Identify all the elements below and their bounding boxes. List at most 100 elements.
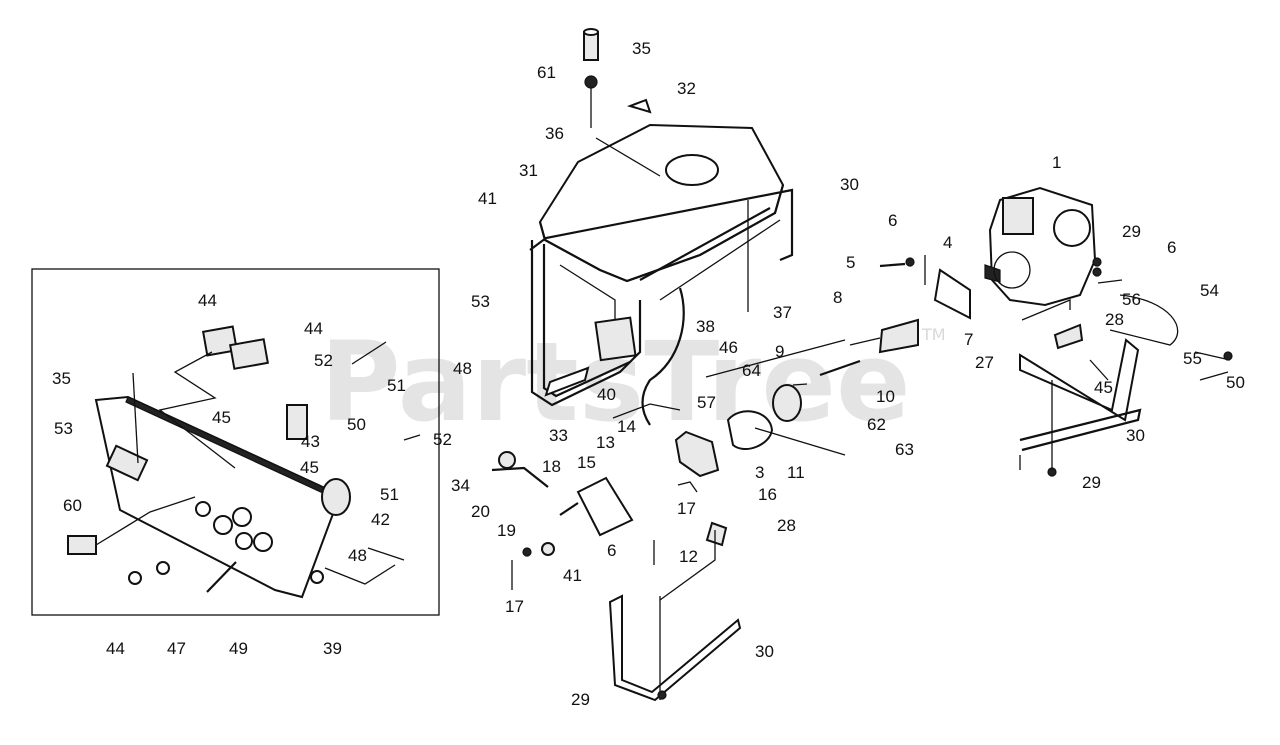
part-callout-27: 27 [975,353,994,372]
part-callout-64: 64 [742,361,761,380]
part-callout-48: 48 [348,546,367,565]
part-callout-53: 53 [471,292,490,311]
part-callout-16: 16 [758,485,777,504]
part-callout-43: 43 [301,432,320,451]
part-callout-55: 55 [1183,349,1202,368]
part-callout-35: 35 [632,39,651,58]
part-callout-34: 34 [451,476,470,495]
part-callout-20: 20 [471,502,490,521]
engine-assembly [849,186,1179,381]
part-callout-41: 41 [563,566,582,585]
part-callout-33: 33 [549,426,568,445]
end-cover-18 [576,476,634,537]
screw-49 [206,561,237,593]
part-callout-51: 51 [380,485,399,504]
part-callout-47: 47 [167,639,186,658]
switch-part [67,535,97,555]
stator-11 [772,384,802,422]
bracket-12 [705,521,728,547]
part-callout-11: 11 [787,463,805,482]
part-callout-46: 46 [719,338,738,357]
part-callout-37: 37 [773,303,792,322]
part-callout-6: 6 [888,211,897,230]
part-callout-5: 5 [846,253,855,272]
part-callout-28: 28 [777,516,796,535]
part-callout-32: 32 [677,79,696,98]
part-callout-56: 56 [1122,290,1141,309]
part-callout-41: 41 [478,189,497,208]
part-callout-61: 61 [537,63,556,82]
frame-bracket-40 [594,316,637,362]
part-callout-44: 44 [106,639,125,658]
part-callout-53: 53 [54,419,73,438]
part-callout-18: 18 [542,457,561,476]
cord-34 [491,466,549,488]
part-callout-9: 9 [775,342,784,361]
part-callout-31: 31 [519,161,538,180]
part-callout-51: 51 [387,376,406,395]
part-callout-63: 63 [895,440,914,459]
part-callout-29: 29 [1122,222,1141,241]
control-panel-detail [67,325,421,599]
bolt-10 [819,359,861,377]
part-callout-30: 30 [840,175,859,194]
part-callout-14: 14 [617,417,636,436]
part-callout-28: 28 [1105,310,1124,329]
part-callout-17: 17 [677,499,696,518]
part-callout-29: 29 [1082,473,1101,492]
receptacle-parts [158,325,269,469]
part-callout-6: 6 [607,541,616,560]
part-callout-50: 50 [347,415,366,434]
alternator-housing [674,430,720,478]
part-callout-15: 15 [577,453,596,472]
part-callout-54: 54 [1200,281,1219,300]
wire-46 [641,287,685,426]
part-callout-17: 17 [505,597,524,616]
coupling-4 [933,268,971,320]
rear-base [1019,299,1233,477]
part-callout-12: 12 [679,547,698,566]
part-callout-6: 6 [1167,238,1176,257]
part-callout-30: 30 [1126,426,1145,445]
hour-meter [321,478,351,516]
part-callout-3: 3 [755,463,764,482]
panel-cutout [105,444,149,482]
generator-assembly [529,28,794,426]
part-callout-57: 57 [697,393,716,412]
rotor-62 [726,410,774,450]
part-callout-60: 60 [63,496,82,515]
part-callout-10: 10 [876,387,895,406]
brush-holder-7 [878,318,919,354]
part-callout-13: 13 [596,433,615,452]
part-callout-8: 8 [833,288,842,307]
part-callout-45: 45 [212,408,231,427]
circuit-breaker [286,404,308,440]
front-base [608,530,742,702]
part-callout-62: 62 [867,415,886,434]
part-callout-29: 29 [571,690,590,709]
part-callout-48: 48 [453,359,472,378]
part-callout-38: 38 [696,317,715,336]
alternator-assembly [491,339,861,590]
part-callout-4: 4 [943,233,952,252]
fuel-tank-opening [665,154,719,186]
part-callout-52: 52 [433,430,452,449]
part-callout-36: 36 [545,124,564,143]
part-callout-1: 1 [1052,153,1061,172]
part-callout-35: 35 [52,369,71,388]
mount-28 [1053,323,1084,350]
part-callout-19: 19 [497,521,516,540]
watermark-trademark: TM [921,325,946,344]
part-callout-45: 45 [300,458,319,477]
part-callout-45: 45 [1094,378,1113,397]
part-callout-7: 7 [964,330,973,349]
part-callout-42: 42 [371,510,390,529]
part-callout-39: 39 [323,639,342,658]
part-callout-30: 30 [755,642,774,661]
part-callout-50: 50 [1226,373,1245,392]
part-callout-44: 44 [304,319,323,338]
part-callout-40: 40 [597,385,616,404]
part-callout-52: 52 [314,351,333,370]
